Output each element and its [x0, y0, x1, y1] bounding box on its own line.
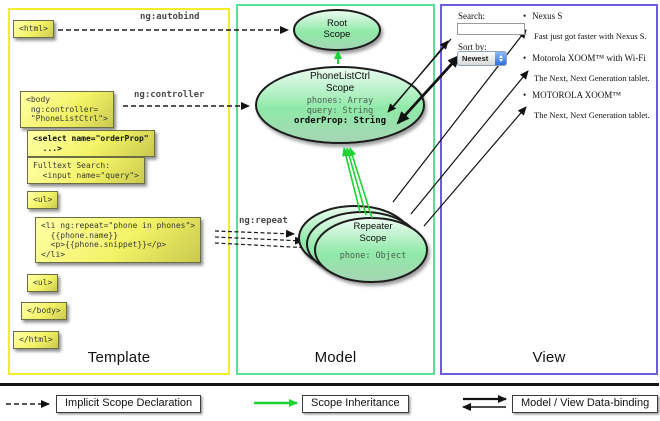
phone-snippet: The Next, Next Generation tablet. [534, 73, 650, 83]
phone-name: Motorola XOOM™ with Wi-Fi [532, 53, 646, 63]
sort-select[interactable]: Newest [457, 51, 507, 66]
root-scope-title: Root Scope [323, 18, 351, 40]
list-item: • Motorola XOOM™ with Wi-Fi The Next, Nex… [523, 53, 655, 83]
sort-by-label: Sort by: [458, 42, 487, 52]
ng-controller-label: ng:controller [134, 90, 205, 100]
bullet-icon: • [523, 53, 527, 63]
code-li-repeat: <li ng:repeat="phone in phones"> {{phone… [35, 217, 202, 263]
code-select: <select name="orderProp" ...> [27, 130, 155, 157]
code-html-open: <html> [13, 20, 54, 38]
repeater-scope-prop: phone: Object [339, 251, 407, 261]
model-column-title: Model [314, 349, 357, 366]
search-input[interactable] [457, 23, 525, 35]
code-ul-open: <ul> [27, 191, 59, 209]
phone-name: MOTOROLA XOOM™ [532, 90, 622, 100]
phonelistctrl-scope-props: phones: Array query: String [306, 96, 374, 116]
bullet-icon: • [523, 90, 527, 100]
sort-select-value: Newest [462, 54, 489, 63]
list-item: • MOTOROLA XOOM™ The Next, Next Generatio… [523, 90, 655, 120]
legend-divider [0, 383, 659, 386]
view-column-title: View [532, 349, 566, 366]
code-ul-close: <ul> [27, 274, 59, 292]
model-column [236, 4, 435, 375]
phone-snippet: The Next, Next Generation tablet. [534, 110, 650, 120]
phone-snippet: Fast just got faster with Nexus S. [534, 31, 647, 41]
legend-model-view-data-binding: Model / View Data-binding [512, 395, 659, 413]
ng-repeat-label: ng:repeat [239, 216, 288, 226]
ng-autobind-label: ng:autobind [140, 12, 200, 22]
bullet-icon: • [523, 11, 527, 21]
phonelistctrl-scope-title: PhoneListCtrl Scope [309, 71, 371, 94]
code-body-open: <body ng:controller= "PhoneListCtrl"> [20, 91, 114, 128]
repeater-scope-title: Repeater Scope [353, 221, 393, 244]
phone-name: Nexus S [532, 11, 563, 21]
code-html-close: </html> [13, 331, 59, 349]
code-body-close: </body> [21, 302, 67, 320]
search-label: Search: [458, 11, 485, 21]
code-fulltext-search: Fulltext Search: <input name="query"> [27, 157, 145, 184]
template-column-title: Template [87, 349, 151, 366]
phonelistctrl-scope-orderprop: orderProp: String [293, 116, 387, 126]
list-item: • Nexus S Fast just got faster with Nexus… [523, 11, 655, 41]
select-stepper-icon [495, 52, 506, 65]
legend-scope-inheritance: Scope Inheritance [302, 395, 409, 413]
legend-implicit-scope-declaration: Implicit Scope Declaration [56, 395, 202, 413]
